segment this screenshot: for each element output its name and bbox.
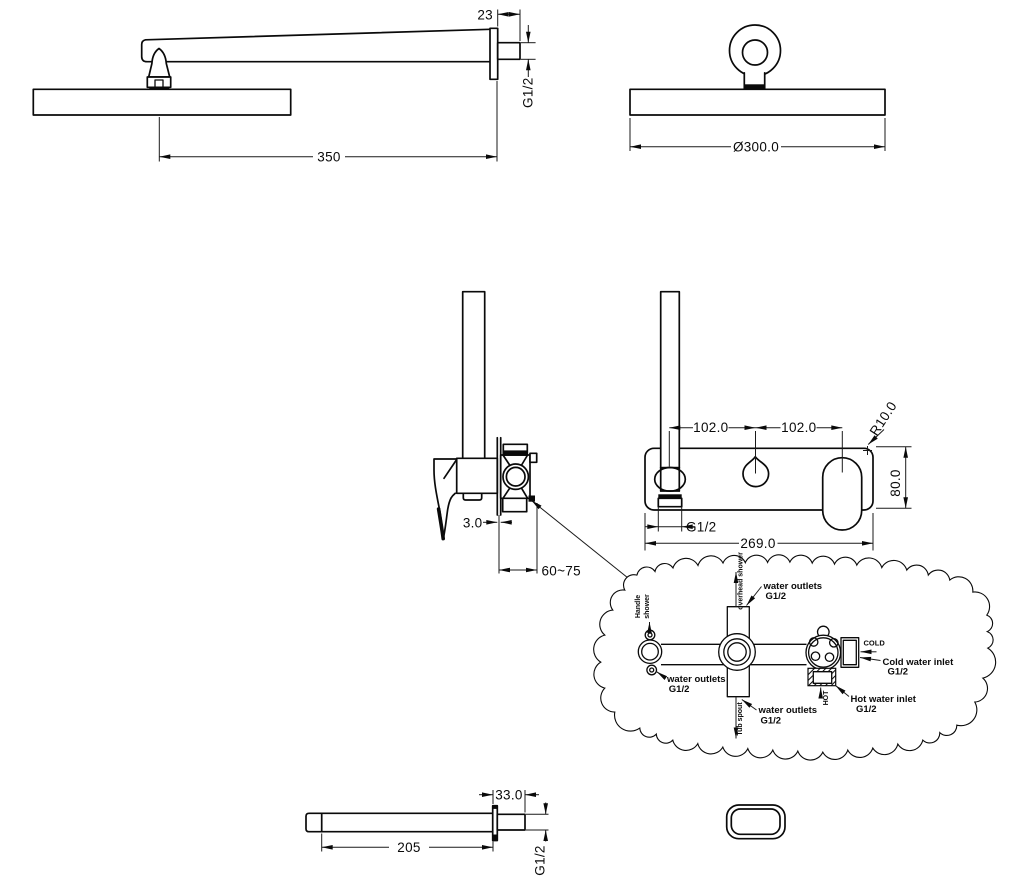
pipe-nut-base [657,497,683,508]
dimension-g12-arm: G1/2 [521,25,536,108]
riser-pipe-front [659,290,681,469]
hot-tag: HOT [823,690,830,706]
dim-23-label: 23 [477,7,493,22]
pipe-nut-band [658,494,682,499]
overhead-shower-label: overhead shower [738,552,745,610]
dimension-g12-mixer: G1/2 [645,507,716,535]
mixer-front-view: 102.0 102.0 R10.0 80.0 G1/2 269.0 [644,290,912,551]
label-cold-water-inlet: COLD Cold water inlet G1/2 [859,638,955,678]
valve-handle-side [433,458,458,540]
arm-joint-nut [146,76,172,89]
dim-diameter-label: Ø300.0 [733,139,779,154]
label-water-outlets-bottom: water outlets G1/2 [741,699,818,726]
revision-cloud-border [593,554,997,761]
valve-body-tab [462,492,483,501]
wall-stub [496,41,521,61]
mixer-valve-side-view: 3.0 60~75 [433,290,634,583]
left-fitting-bottom-lug [646,664,658,676]
valve-bottom-stub [501,497,528,513]
dim-269-label: 269.0 [740,536,775,551]
dim-350-label: 350 [317,150,340,165]
dim-33-label: 33.0 [495,788,522,803]
head-stem-gasket [744,84,765,90]
svg-text:G1/2: G1/2 [888,667,909,678]
svg-text:Cold water inlet: Cold water inlet [883,657,955,668]
tub-spout-label: Tub spout [737,702,744,736]
dimension-102-pair: 102.0 102.0 [668,420,843,474]
arm-ball-joint-dome [147,47,171,78]
shower-arm-side-view: 23 G1/2 350 [32,7,536,165]
left-fitting-top-lug [644,629,656,641]
wall-flange [489,27,499,81]
dim-3mm-label: 3.0 [463,515,483,530]
dim-102-left-label: 102.0 [693,420,728,435]
spout-side-view: 33.0 205 G1/2 [305,788,549,876]
handle-shower-label-line2: shower [644,594,651,619]
pipe-nut-ball [653,466,687,492]
label-water-outlets-top: water outlets G1/2 [746,581,823,606]
hot-inlet-port [812,671,833,684]
svg-text:Hot water inlet: Hot water inlet [851,694,917,705]
spout-thread-label: G1/2 [533,845,548,875]
cold-tag: COLD [864,638,886,647]
label-hot-water-inlet: HOT Hot water inlet G1/2 [818,685,917,715]
svg-text:water outlets: water outlets [666,674,726,685]
spout-body-side [305,812,494,833]
svg-text:G1/2: G1/2 [856,704,877,715]
valve-top-right-block [529,452,538,464]
shower-head-side-outline [32,88,292,116]
dim-205-label: 205 [397,840,420,855]
label-water-outlets-left: water outlets G1/2 [656,671,726,695]
dim-depth-label: 60~75 [542,564,581,579]
dimension-80: 80.0 [876,446,912,509]
plus-mark [863,446,872,455]
svg-text:water outlets: water outlets [758,705,818,716]
spout-front-inner [730,808,781,836]
svg-text:G1/2: G1/2 [761,715,782,726]
dimension-depth: 60~75 [498,503,581,579]
spout-front-view [725,804,786,840]
spout-wall-stub [496,813,526,831]
spout-front-outer [725,804,786,840]
shower-head-front-outline [629,88,886,116]
svg-text:water outlets: water outlets [763,581,823,592]
dimension-23: 23 [477,7,521,41]
handle-shower-label-line1: Handle [635,595,642,618]
dimension-33: 33.0 [479,788,539,813]
mixer-thread-label: G1/2 [686,520,716,535]
dim-102-right-label: 102.0 [781,420,816,435]
dimension-diameter: Ø300.0 [629,118,886,154]
cartridge-circle [805,634,842,671]
shower-arm-outline [140,28,491,63]
cold-inlet-port [840,637,860,668]
dimension-radius: R10.0 [867,399,900,445]
dimension-350: 350 [158,81,498,165]
dimension-g12-spout: G1/2 [526,802,549,876]
dimension-3mm: 3.0 [463,515,512,530]
riser-pipe-side [461,290,486,460]
installation-detail-cloud: overhead shower Tub spout Handle shower … [593,552,997,761]
valve-body-side [455,457,499,495]
dimension-205: 205 [321,833,494,855]
shower-head-front-view: Ø300.0 [629,24,886,154]
svg-text:G1/2: G1/2 [766,591,787,602]
dimension-269: 269.0 [644,513,874,551]
arm-thread-label: G1/2 [521,78,536,108]
detail-leader-line [531,500,634,583]
head-mount-ring-inner [741,39,769,66]
svg-text:G1/2: G1/2 [669,684,690,695]
dim-80-label: 80.0 [888,469,903,496]
radius-label: R10.0 [867,399,900,439]
